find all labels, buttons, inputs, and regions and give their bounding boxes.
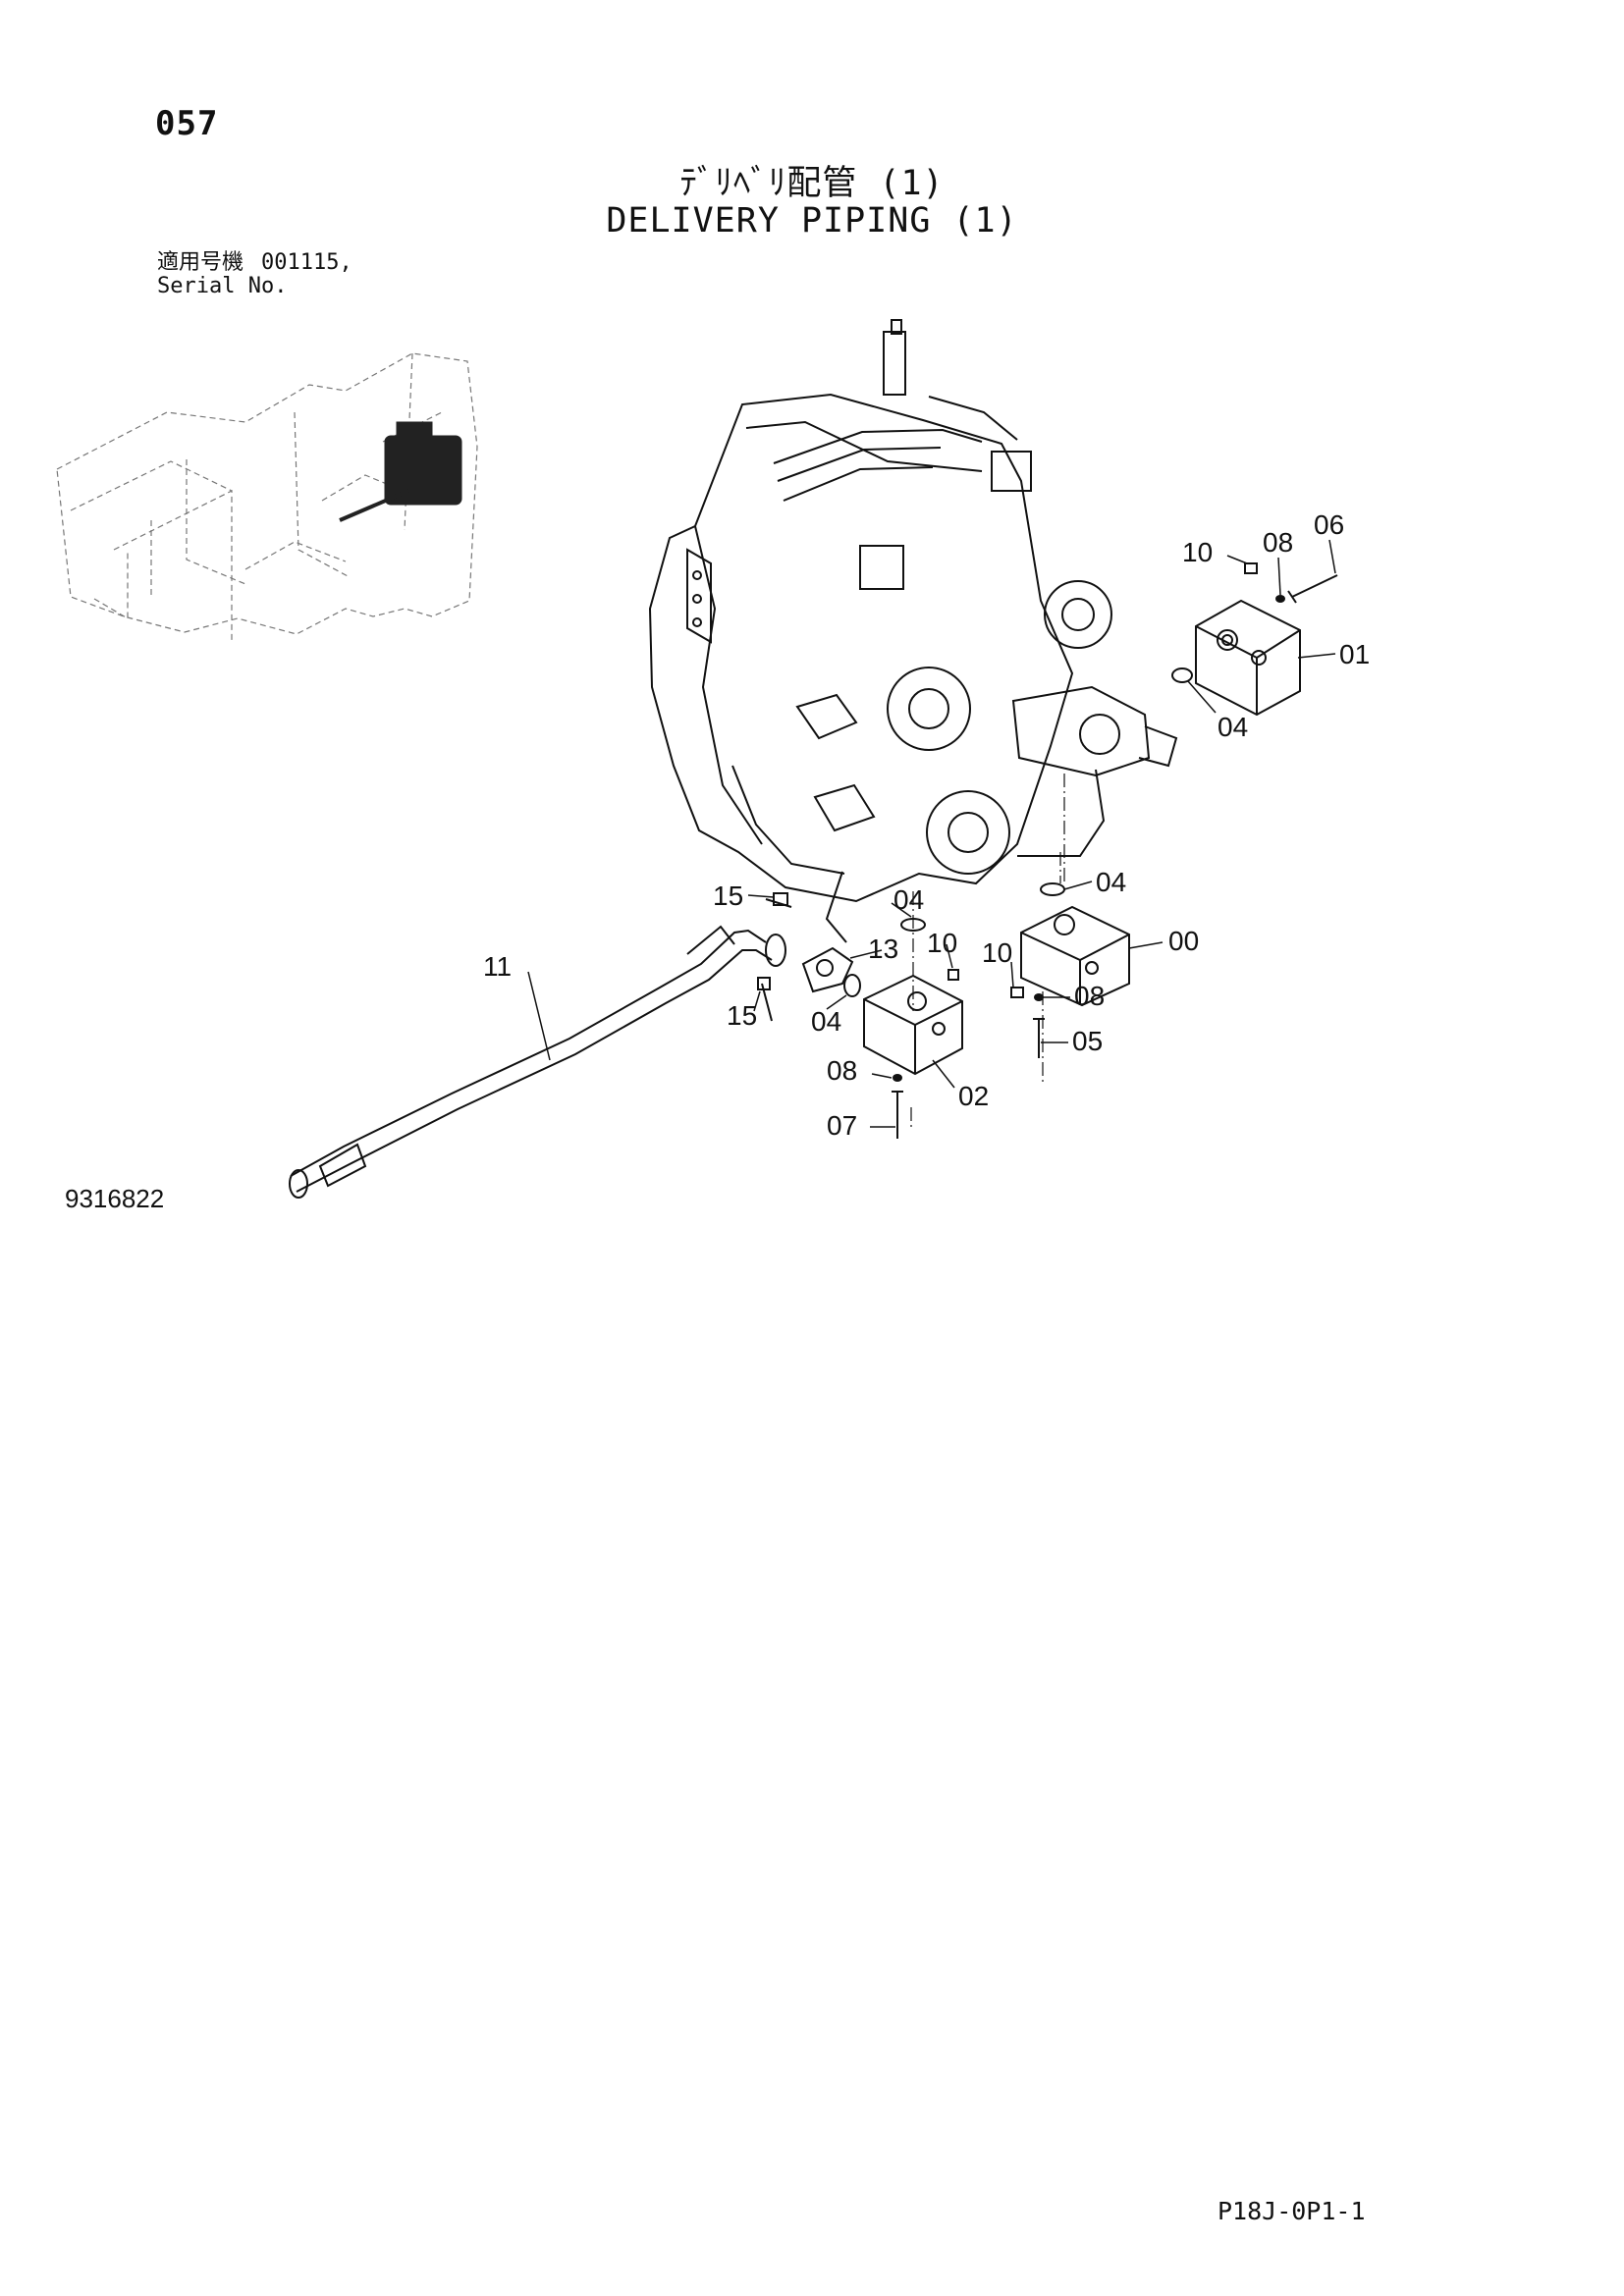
o-ring-04-mid-right — [1040, 882, 1065, 896]
sheet-code: P18J-0P1-1 — [1218, 2197, 1366, 2225]
bolt-15-upper — [765, 892, 792, 908]
callout-labels: 10 08 06 01 04 04 15 04 13 10 10 00 11 1… — [483, 509, 1370, 1141]
callout-label: 06 — [1314, 509, 1344, 540]
callout-label: 04 — [811, 1006, 841, 1037]
serial-label-japanese: 適用号機 — [157, 250, 244, 275]
plug-10-top — [1244, 562, 1258, 574]
o-ring-04-left — [843, 974, 861, 997]
split-flange-13 — [801, 946, 854, 993]
callout-label: 01 — [1339, 639, 1370, 669]
plug-10-center — [947, 969, 959, 981]
callout-label: 05 — [1072, 1026, 1103, 1056]
callout-label: 10 — [982, 937, 1012, 968]
callout-label: 11 — [483, 951, 512, 982]
washer-08-right — [1034, 993, 1044, 1001]
page-number: 057 — [155, 104, 219, 143]
callout-label: 08 — [1263, 527, 1293, 558]
flange-block-01 — [1195, 599, 1301, 717]
callout-label: 08 — [827, 1055, 857, 1086]
bolt-07 — [892, 1091, 903, 1139]
o-ring-04-center — [900, 918, 926, 932]
flange-block-02 — [863, 974, 963, 1076]
callout-label: 10 — [927, 928, 957, 958]
washer-08-top — [1275, 595, 1285, 603]
o-ring-04-right — [1171, 667, 1193, 683]
callout-leaders — [527, 539, 1336, 1128]
assembly-center-lines — [910, 774, 1065, 1129]
bolt-05 — [1033, 1018, 1045, 1058]
title-english: DELIVERY PIPING (1) — [606, 201, 1018, 240]
callout-label: 04 — [1096, 867, 1126, 897]
callout-label: 07 — [827, 1110, 857, 1141]
callout-label: 04 — [1218, 712, 1248, 742]
callout-label: 00 — [1168, 926, 1199, 956]
pump-highlight-in-locator — [339, 421, 462, 522]
title-japanese: ﾃﾞﾘﾍﾞﾘ配管 (1) — [679, 164, 945, 203]
serial-value: 001115, — [261, 250, 352, 275]
plug-10-right — [1010, 987, 1024, 998]
serial-number-block: 適用号機 001115, Serial No. — [157, 251, 352, 298]
flange-block-00 — [1020, 905, 1130, 1007]
callout-label: 15 — [727, 1000, 757, 1031]
callout-label: 08 — [1074, 981, 1105, 1011]
callout-label: 13 — [868, 934, 898, 964]
callout-label: 02 — [958, 1081, 989, 1111]
bolt-15-lower — [757, 977, 773, 1022]
serial-label-english: Serial No. — [157, 274, 288, 298]
drawing-code: 9316822 — [65, 1184, 165, 1213]
washer-08-center — [893, 1074, 902, 1082]
callout-label: 15 — [713, 881, 743, 911]
delivery-hose-11 — [289, 925, 786, 1199]
callout-label: 10 — [1182, 537, 1213, 567]
bolt-06 — [1287, 574, 1338, 604]
callout-label: 04 — [893, 884, 924, 915]
hydraulic-pump-assembly — [648, 319, 1178, 943]
